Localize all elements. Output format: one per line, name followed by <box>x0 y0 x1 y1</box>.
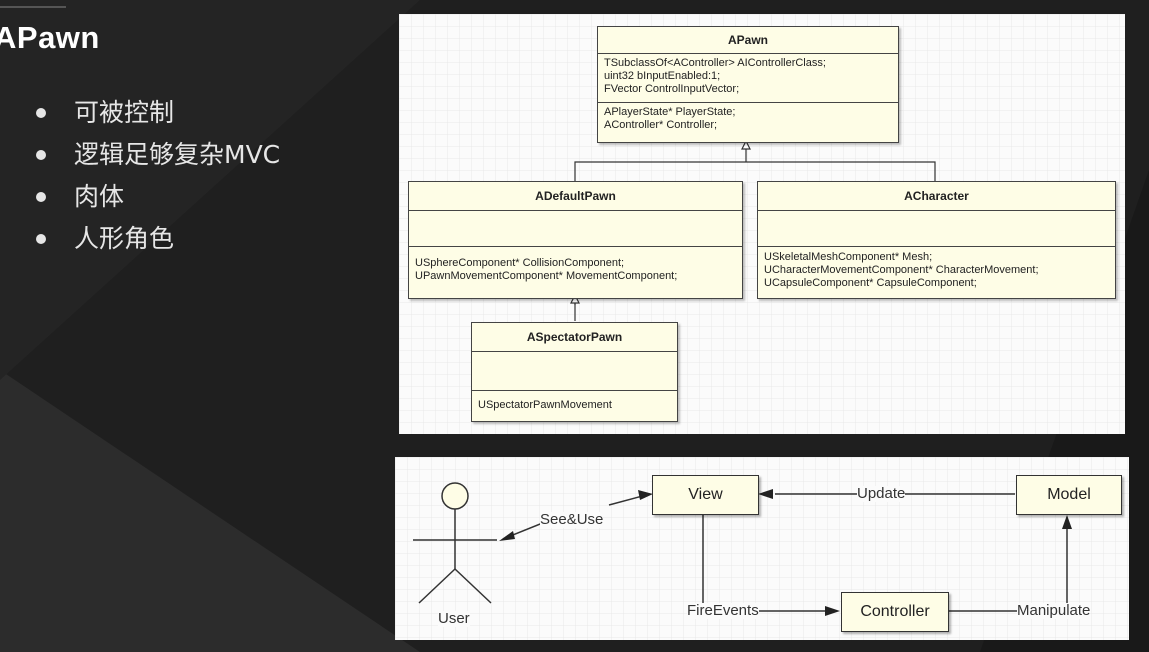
mvc-controller-label: Controller <box>860 603 930 620</box>
class-fields: USphereComponent* CollisionComponent; UP… <box>409 247 742 286</box>
field: FVector ControlInputVector; <box>604 83 740 95</box>
class-name: APawn <box>598 27 898 54</box>
field: uint32 bInputEnabled:1; <box>604 70 721 82</box>
bullet-dot <box>36 150 46 160</box>
class-fields: APlayerState* PlayerState; AController* … <box>598 103 898 135</box>
class-name: ASpectatorPawn <box>472 323 677 352</box>
bullet-item: 肉体 <box>36 176 280 218</box>
field: UCapsuleComponent* CapsuleComponent; <box>764 277 977 289</box>
class-fields-empty <box>472 352 677 391</box>
class-fields-empty <box>758 211 1115 247</box>
class-fields: USkeletalMeshComponent* Mesh; UCharacter… <box>758 247 1115 293</box>
bullet-item: 人形角色 <box>36 218 280 260</box>
field: TSubclassOf<AController> AIControllerCla… <box>604 57 826 69</box>
mvc-model-label: Model <box>1047 486 1091 503</box>
field: AController* Controller; <box>604 119 718 131</box>
bullet-text: 人形角色 <box>74 224 175 253</box>
bullet-item: 逻辑足够复杂MVC <box>36 134 280 176</box>
field: USkeletalMeshComponent* Mesh; <box>764 251 933 263</box>
mvc-model-box: Model <box>1016 475 1122 515</box>
update-label: Update <box>857 485 906 502</box>
bullet-item: 可被控制 <box>36 92 280 134</box>
bullet-dot <box>36 192 46 202</box>
class-adefaultpawn: ADefaultPawn USphereComponent* Collision… <box>408 181 743 299</box>
uml-class-diagram: APawn TSubclassOf<AController> AIControl… <box>399 14 1125 434</box>
bullet-text: 逻辑足够复杂MVC <box>74 140 281 169</box>
stick-figure-user <box>413 482 497 604</box>
bullet-text: 可被控制 <box>74 98 175 127</box>
field: USpectatorPawnMovement <box>478 399 612 411</box>
user-label: User <box>438 610 470 627</box>
field: UCharacterMovementComponent* CharacterMo… <box>764 264 1039 276</box>
class-fields: USpectatorPawnMovement <box>472 391 677 415</box>
class-fields: TSubclassOf<AController> AIControllerCla… <box>598 54 898 103</box>
manipulate-label: Manipulate <box>1017 602 1091 619</box>
slide-title: APawn <box>0 20 100 55</box>
bullet-text: 肉体 <box>74 182 125 211</box>
field: APlayerState* PlayerState; <box>604 106 736 118</box>
class-name: ADefaultPawn <box>409 182 742 211</box>
mvc-view-box: View <box>652 475 759 515</box>
mvc-controller-box: Controller <box>841 592 949 632</box>
mvc-view-label: View <box>688 486 723 503</box>
bullet-list: 可被控制 逻辑足够复杂MVC 肉体 人形角色 <box>36 92 280 260</box>
bullet-dot <box>36 108 46 118</box>
field: UPawnMovementComponent* MovementComponen… <box>415 270 678 282</box>
bullet-dot <box>36 234 46 244</box>
fire-events-label: FireEvents <box>687 602 759 619</box>
field: USphereComponent* CollisionComponent; <box>415 257 625 269</box>
see-use-label: See&Use <box>540 511 604 528</box>
class-aspectatorpawn: ASpectatorPawn USpectatorPawnMovement <box>471 322 678 422</box>
class-apawn: APawn TSubclassOf<AController> AIControl… <box>597 26 899 143</box>
class-acharacter: ACharacter USkeletalMeshComponent* Mesh;… <box>757 181 1116 299</box>
mvc-grid-and-connectors <box>395 457 1129 640</box>
class-name: ACharacter <box>758 182 1115 211</box>
class-fields-empty <box>409 211 742 247</box>
mvc-diagram: View Model Controller User See&Use Updat… <box>395 457 1129 640</box>
title-rule <box>0 6 66 8</box>
